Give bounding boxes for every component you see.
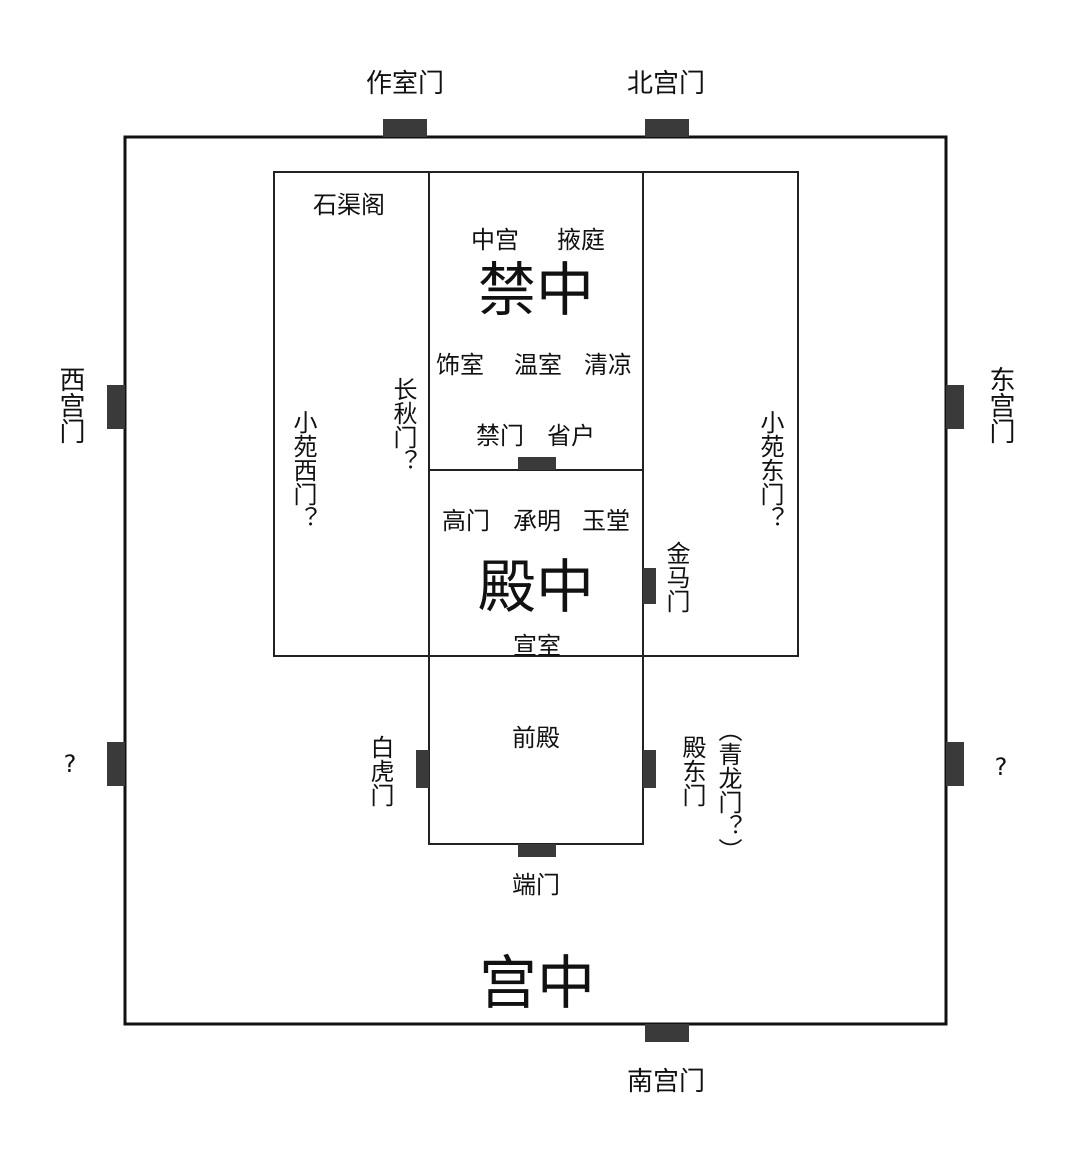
gate-zuoshi-block [383,119,427,137]
label-nangong-gate: 南宫门 [627,1067,705,1097]
label-qingliang-room: 清凉 [584,351,632,379]
gate-beigong-block [645,119,689,137]
jinmen-block [518,457,556,470]
label-xiaoyuan-east-gate: 小苑东门？ [756,410,784,530]
label-diandong-gate: 殿东门 [678,735,706,807]
label-changqiu-gate: 长秋门？ [389,377,417,473]
label-yutang: 玉堂 [582,507,630,535]
label-shenghu: 省户 [547,422,595,450]
label-palace-name: 宫中 [479,949,595,1017]
gate-xigong-block [107,385,125,429]
label-qinglong-gate: （青龙门？） [714,718,742,862]
gate-donggong-block [946,385,964,429]
outer-palace-wall [123,135,948,1026]
label-east-unknown-gate: ? [995,753,1008,781]
label-wenshi-room: 温室 [514,351,562,379]
label-west-unknown-gate: ? [64,750,77,778]
baihu-gate-block [416,750,429,788]
duanmen-block [518,844,556,857]
label-duanmen: 端门 [512,871,560,899]
gate-east-unknown-block [946,742,964,786]
label-gaomen: 高门 [442,507,490,535]
jinma-gate-block [643,568,656,604]
label-chengming: 承明 [513,507,561,535]
label-xuanshi: 宣室 [513,632,561,660]
label-jinma-gate: 金马门 [662,541,690,613]
label-xigong-gate: 西宫门 [55,366,85,444]
label-zuoshi-gate: 作室门 [366,69,444,99]
label-dianzhong: 殿中 [478,553,594,621]
label-donggong-gate: 东宫门 [985,366,1015,444]
label-qiandian: 前殿 [512,724,560,752]
label-baihu-gate: 白虎门 [366,735,394,807]
diandong-gate-block [643,750,656,788]
label-shiqu-pavilion: 石渠阁 [313,191,385,219]
label-xiaoyuan-west-gate: 小苑西门？ [289,410,317,530]
label-beigong-gate: 北宫门 [627,69,705,99]
label-yeting: 掖庭 [557,226,605,254]
label-shishi-room: 饰室 [436,351,484,379]
label-jinzhong: 禁中 [478,256,594,324]
label-zhonggong: 中宫 [471,226,519,254]
label-jinmen: 禁门 [476,422,524,450]
gate-west-unknown-block [107,742,125,786]
gate-nangong-block [645,1024,689,1042]
